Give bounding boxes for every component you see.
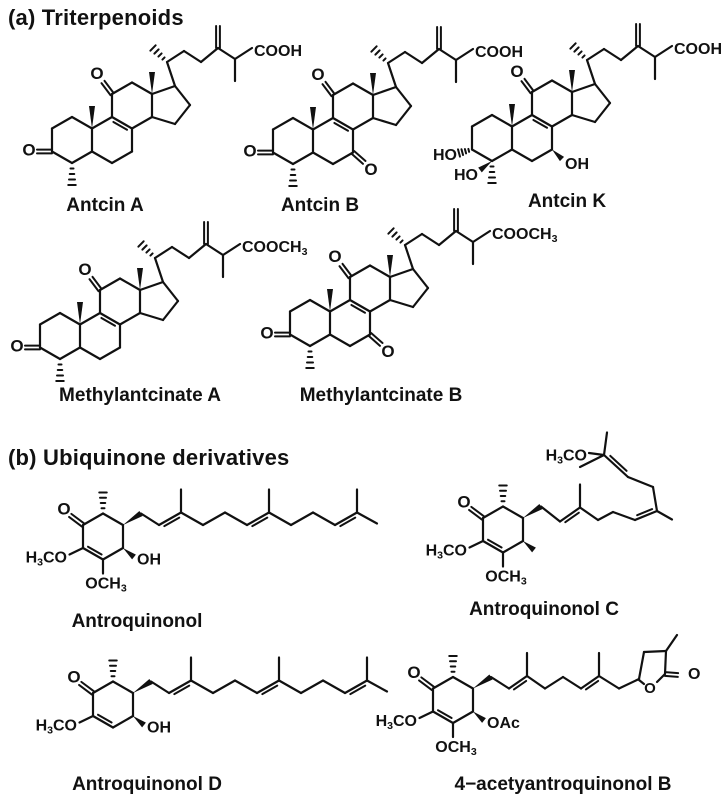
svg-text:O: O xyxy=(10,337,23,356)
molecule-label-antcin-a: Antcin A xyxy=(66,195,144,216)
svg-text:O: O xyxy=(260,324,273,343)
structure-antcin-k: O HO HO OH COOH xyxy=(433,23,722,184)
svg-text:O: O xyxy=(243,142,256,161)
structure-antroquinonol: O H3CO OCH3 OH xyxy=(26,488,379,595)
svg-text:O: O xyxy=(364,160,377,179)
svg-text:H3CO: H3CO xyxy=(546,448,587,467)
svg-text:OH: OH xyxy=(565,156,589,173)
svg-text:OH: OH xyxy=(147,720,171,737)
molecule-label-antcin-b: Antcin B xyxy=(280,195,360,216)
structure-methylantcinate-a: O O COOCH3 xyxy=(10,221,308,382)
molecule-label-antroquinonol: Antroquinonol xyxy=(71,611,203,632)
molecule-label-acetylantroquinonol-b: 4−acetyantroquinonol B xyxy=(454,774,672,795)
svg-text:OH: OH xyxy=(137,552,161,569)
structure-acetylantroquinonol-b: O H3CO OCH3 OAc O O xyxy=(376,633,700,758)
svg-text:COOH: COOH xyxy=(254,43,302,60)
svg-text:COOH: COOH xyxy=(674,41,722,58)
molecule-label-methylantcinate-a: Methylantcinate A xyxy=(59,385,221,406)
section-a-title: (a) Triterpenoids xyxy=(8,5,184,30)
svg-text:O: O xyxy=(328,247,341,266)
svg-text:H3CO: H3CO xyxy=(26,550,67,569)
svg-text:O: O xyxy=(688,666,700,683)
svg-text:O: O xyxy=(57,500,70,519)
molecule-label-antroquinonol-c: Antroquinonol C xyxy=(469,599,619,620)
svg-text:O: O xyxy=(407,663,420,682)
svg-text:O: O xyxy=(644,680,656,697)
svg-text:H3CO: H3CO xyxy=(426,543,467,562)
molecule-label-antroquinonol-d: Antroquinonol D xyxy=(72,774,222,795)
structure-antroquinonol-c: O H3CO OCH3 H3CO xyxy=(426,431,674,588)
svg-text:O: O xyxy=(311,65,324,84)
svg-text:OCH3: OCH3 xyxy=(85,576,127,595)
svg-text:OAc: OAc xyxy=(487,715,520,732)
svg-text:HO: HO xyxy=(433,147,457,164)
svg-text:COOH: COOH xyxy=(475,44,523,61)
svg-text:O: O xyxy=(22,141,35,160)
structure-antroquinonol-d: O H3CO OH xyxy=(36,656,389,737)
svg-text:COOCH3: COOCH3 xyxy=(492,226,558,245)
structure-antcin-a: O O COOH xyxy=(22,25,302,186)
molecule-label-antcin-k: Antcin K xyxy=(527,191,607,212)
molecule-label-methylantcinate-b: Methylantcinate B xyxy=(299,385,463,406)
svg-text:H3CO: H3CO xyxy=(36,718,77,737)
structure-methylantcinate-b: O O O COOCH3 xyxy=(260,208,558,369)
svg-text:O: O xyxy=(78,260,91,279)
svg-text:OCH3: OCH3 xyxy=(435,739,477,758)
svg-text:HO: HO xyxy=(454,167,478,184)
svg-text:OCH3: OCH3 xyxy=(485,569,527,588)
svg-text:O: O xyxy=(510,62,523,81)
section-b-title: (b) Ubiquinone derivatives xyxy=(8,445,290,470)
svg-text:O: O xyxy=(67,668,80,687)
svg-text:O: O xyxy=(457,493,470,512)
svg-text:O: O xyxy=(381,342,394,361)
svg-text:COOCH3: COOCH3 xyxy=(242,239,308,258)
svg-text:O: O xyxy=(90,64,103,83)
svg-text:H3CO: H3CO xyxy=(376,713,417,732)
